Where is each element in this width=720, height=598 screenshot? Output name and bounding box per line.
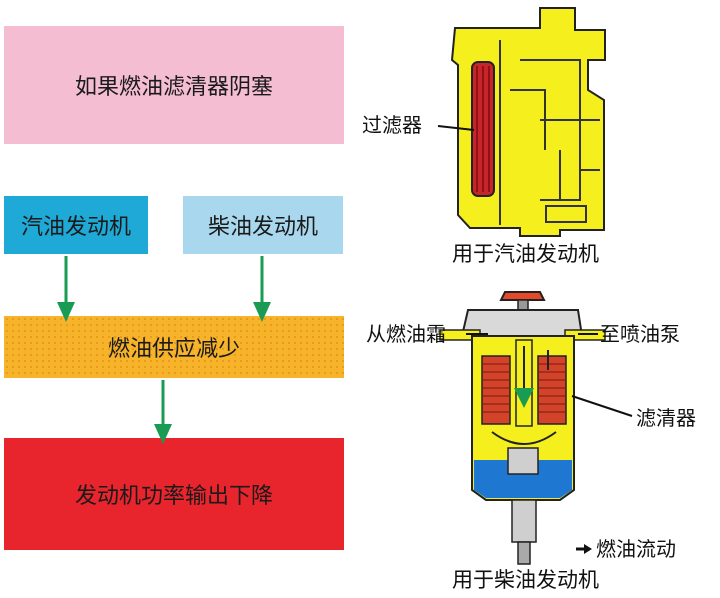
label-diesel-element: 滤清器 — [636, 406, 696, 430]
arrow-gasoline-to-reduced — [57, 256, 75, 322]
box-text: 柴油发动机 — [207, 215, 318, 240]
legend-fuel-flow: 燃油流动 — [596, 537, 676, 561]
arrow-reduced-to-result — [154, 380, 172, 444]
label-diesel-outlet: 至喷油泵 — [600, 322, 680, 346]
caption-diesel-filter: 用于柴油发动机 — [452, 568, 599, 592]
gasoline-filter-illustration — [437, 7, 606, 237]
box-text: 如果燃油滤清器阴塞 — [74, 75, 273, 100]
box-power-output-drops: 发动机功率输出下降 — [4, 438, 344, 550]
box-fuel-supply-reduced: 燃油供应减少 — [4, 316, 344, 378]
box-text: 燃油供应减少 — [107, 337, 240, 362]
box-diesel-engine: 柴油发动机 — [183, 196, 343, 254]
box-fuel-filter-clogged: 如果燃油滤清器阴塞 — [4, 26, 344, 144]
caption-gasoline-filter: 用于汽油发动机 — [452, 242, 599, 266]
diesel-filter-illustration — [439, 291, 633, 565]
arrow-diesel-to-reduced — [253, 256, 271, 322]
label-diesel-inlet: 从燃油霜 — [366, 322, 446, 346]
box-gasoline-engine: 汽油发动机 — [4, 196, 148, 254]
label-gasoline-filter: 过滤器 — [362, 113, 422, 137]
box-text: 发动机功率输出下降 — [74, 484, 273, 509]
box-text: 汽油发动机 — [20, 215, 131, 240]
